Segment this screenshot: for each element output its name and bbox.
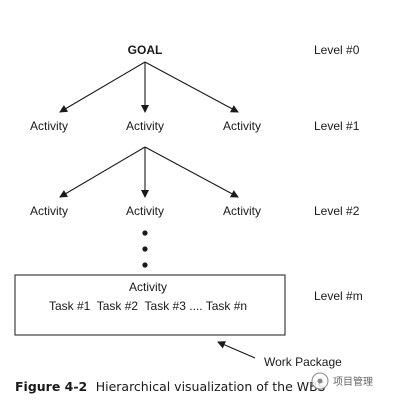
watermark-text: 项目管理 — [333, 375, 373, 388]
level-1-activity-center: Activity — [126, 119, 164, 133]
work-package-label: Work Package — [264, 355, 342, 369]
ellipsis-dot-2 — [142, 246, 148, 252]
level-1-activity-left: Activity — [30, 119, 68, 133]
figure-caption-text: Hierarchical visualization of the WBS — [96, 379, 326, 394]
level-2-activity-left: Activity — [30, 204, 68, 218]
ellipsis-dot-3 — [142, 262, 148, 268]
watermark-logo-dot-icon — [317, 378, 323, 384]
ellipsis-dot-1 — [142, 230, 148, 236]
goal-node: GOAL — [128, 43, 163, 57]
work-package-pointer-arrow — [217, 341, 256, 359]
edge-goal-activity-1 — [59, 61, 146, 113]
level-1-activity-right: Activity — [223, 119, 261, 133]
level-0-label: Level #0 — [314, 43, 360, 57]
figure-number: Figure 4-2 — [15, 379, 87, 394]
level-2-activity-center: Activity — [126, 204, 164, 218]
watermark: 项目管理 — [311, 372, 394, 390]
edge-goal-activity-3 — [144, 61, 239, 113]
edge-activity-level2-1 — [59, 146, 146, 198]
work-package-box — [14, 274, 286, 336]
edge-activity-level2-3 — [144, 146, 239, 198]
figure-caption: Figure 4-2 Hierarchical visualization of… — [15, 378, 325, 395]
level-1-label: Level #1 — [314, 119, 360, 133]
work-package-tasks: Task #1 Task #2 Task #3 .... Task #n — [49, 299, 247, 313]
level-2-label: Level #2 — [314, 204, 360, 218]
level-2-activity-right: Activity — [223, 204, 261, 218]
level-m-label: Level #m — [314, 289, 363, 303]
watermark-backdrop — [330, 372, 394, 390]
work-package-activity: Activity — [129, 280, 167, 294]
